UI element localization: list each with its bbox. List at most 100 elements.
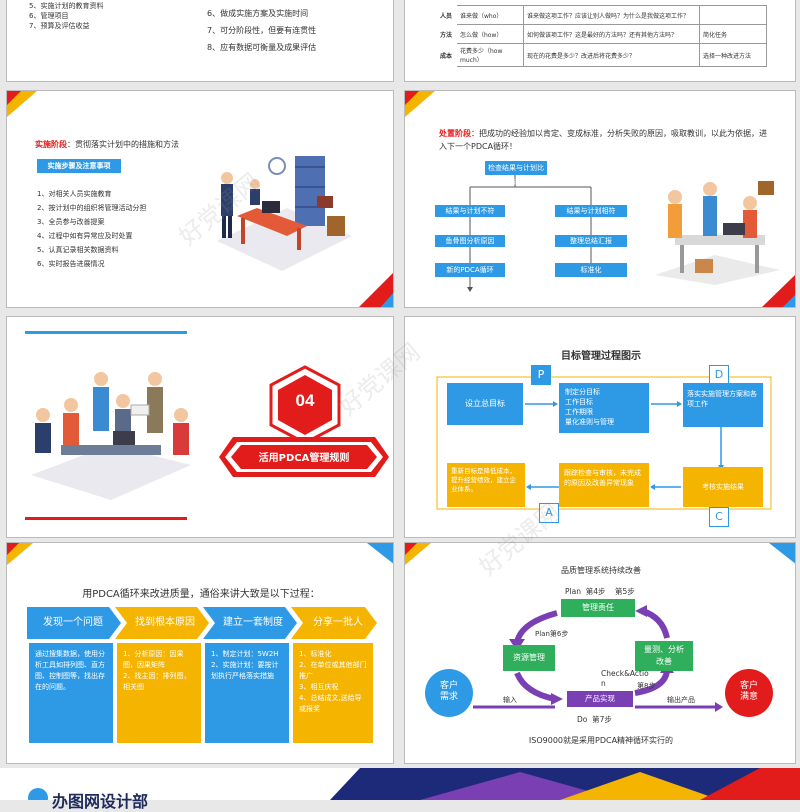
step-panel: 1、标准化 2、在单位或其他部门推广 3、相互庆祝 4、总结成文,送给导或报奖 [293,643,373,743]
table-cell: 现在的花费是多少？改进后将花费多少？ [523,43,700,67]
list-item: 7、可分阶段性，但要有连贯性 [207,26,317,35]
act-box: 跟踪检查与审核，未完成的原因及改善异常现象 [559,463,649,507]
flow-box-left: 新的PDCA循环 [435,263,505,277]
step-header: 找到根本原因 [135,617,195,628]
slide-3[interactable]: 实施阶段：贯彻落实计划中的措施和方法 实施步骤及注意事项 1、对相关人员实施教育… [6,90,394,308]
table-cell: 方法 [440,31,453,39]
table-cell: 怎么做（how） [457,24,524,44]
set-goal-box: 设立总目标 [447,383,523,425]
slide-decoration [405,91,795,307]
step-header: 建立一套制度 [223,617,283,628]
list-item: 6、管理项目 [29,12,69,20]
list-item: 7、预算及评估收益 [29,22,90,30]
list-item: 4、过程中如有异常应及时处置 [37,232,133,240]
do-box: 落实实施管理方案和各项工作 [683,383,763,427]
table-cell: 谁来做这项工作？应该让别人做吗？为什么是我做这项工作？ [523,5,700,25]
process-chevrons [27,607,377,639]
check-box: 考核实施结果 [683,467,763,507]
customer-need: 客户 需求 [439,681,458,702]
meeting-illustration [31,372,191,500]
step8-label: 第8步 [637,682,656,690]
list-item: 制定分目标 [565,388,600,396]
slide-1[interactable]: 5、实施计划的教育资料 6、管理项目 7、预算及评估收益 6、做成实施方案及实施… [6,0,394,82]
step-panel: 通过搜集数据，使用分析工具如排列图、直方图、控制图等，找出存在的问题。 [29,643,113,743]
phase-heading: 实施阶段：贯彻落实计划中的措施和方法 [35,140,179,149]
slide-title: 目标管理过程图示 [561,351,641,362]
table-cell: 谁来做（who） [457,5,524,25]
list-item: 6、做成实施方案及实施时间 [207,9,309,18]
flow-box-left: 鱼骨图分析原因 [435,235,505,247]
list-item: 2、按计划中的组织将管理活动分担 [37,204,147,212]
table-row: 人员 谁来做（who） 谁来做这项工作？应该让别人做吗？为什么是我做这项工作？ [437,5,767,25]
flow-box-top: 检查结果与计划比较 [485,161,547,186]
table-cell: 如何做该项工作？这是最好的方法吗？还有其他方法吗？ [523,24,700,44]
product-box: 产品实现 [567,691,633,707]
table-row: 方法 怎么做（how） 如何做该项工作？这是最好的方法吗？还有其他方法吗？ 简化… [437,24,767,44]
list-item: 5、认真记录相关数据资料 [37,246,119,254]
customer-satisfied: 客户 满意 [739,681,758,702]
5w2h-table: 人员 谁来做（who） 谁来做这项工作？应该让别人做吗？为什么是我做这项工作？ … [437,5,767,67]
list-item: 量化准则与管理 [565,418,614,426]
section-number-icon [269,365,341,445]
list-item: 1、对相关人员实施教育 [37,190,112,198]
list-item: 5、实施计划的教育资料 [29,2,104,10]
footer-note: ISO9000就是采用PDCA精神循环实行的 [528,736,674,745]
slide-decoration [7,91,393,307]
mgmt-box: 管理责任 [561,599,635,617]
input-label: 输入 [503,696,517,704]
list-item: 3、全员参与改善提案 [37,218,105,226]
slide-4[interactable]: 处置阶段：把成功的经验加以肯定、变成标准，分析失败的原因，吸取教训，以此为依据，… [404,90,796,308]
steps-badge: 实施步骤及注意事项 [37,159,121,173]
list-item: 6、实时报告进展情况 [37,260,105,268]
flow-box-right: 标准化 [555,263,627,277]
list-item: 工作期限 [565,408,593,416]
restart-box: 重新目标是降低成本，提升经营绩效，建立企业体系。 [447,463,525,507]
flow-arrows [467,175,592,292]
step-header: 分享一批人 [313,617,363,628]
slide-7[interactable]: 用PDCA循环来改进质量，通俗来讲大致是以下过程： 发现一个问题 找到根本原因 … [6,542,394,764]
plan6-label: Plan第6步 [535,630,569,638]
table-cell: 简化任务 [699,24,767,44]
step-header: 发现一个问题 [43,617,103,628]
slide-title: 品质管理系统持续改善 [561,566,641,575]
flow-box-left: 结果与计划不符 [435,205,505,217]
do-label: Do 第7步 [577,715,612,724]
title-banner [219,437,389,477]
office-illustration [217,156,352,271]
table-cell: 花费多少（how much） [457,43,524,67]
flow-box-right: 整理总结汇报 [555,235,627,247]
output-label: 输出产品 [667,696,695,704]
table-row: 成本 花费多少（how much） 现在的花费是多少？改进后将花费多少？ 选择一… [437,43,767,67]
resource-box: 资源管理 [503,645,555,671]
pdca-letter: A [539,503,559,523]
step-panel: 1、制定计划：5W2H 2、实施计划：要按计划执行严格落实措施 [205,643,289,743]
table-cell [699,5,767,25]
slide-decoration [405,543,795,565]
table-cell: 成本 [440,52,453,60]
bottom-decoration [28,768,800,800]
check-label: Check&Actio n [601,669,649,688]
slide-6[interactable]: 目标管理过程图示 P D C A 设立总目标 制定分目标 工作目标 工作期限 量… [404,316,796,538]
slide-5[interactable]: 04 活用PDCA管理规则 [6,316,394,538]
table-cell: 人员 [440,12,453,20]
top-bar [25,331,187,334]
slide-2[interactable]: 人员 谁来做（who） 谁来做这项工作？应该让别人做吗？为什么是我做这项工作？ … [404,0,796,82]
list-item: 工作目标 [565,398,593,406]
slide-decoration [7,543,393,565]
list-item: 8、应有数据可衡量及成果评估 [207,43,317,52]
bottom-strip: 办图网设计部 [0,768,800,811]
pdca-letter: D [709,365,729,385]
phase-heading: 处置阶段：把成功的经验加以肯定、变成标准，分析失败的原因，吸取教训，以此为依据，… [439,129,767,151]
bottom-bar [25,517,187,520]
flow-box-right: 结果与计划相符 [555,205,627,217]
slide-title: 用PDCA循环来改进质量，通俗来讲大致是以下过程： [82,589,320,600]
cycle-diagram [425,605,773,717]
section-number: 04 [295,391,315,410]
plan-box: 制定分目标 工作目标 工作期限 量化准则与管理 [559,383,649,433]
slide-8[interactable]: 品质管理系统持续改善 Plan 第4步 第5步 管理责任 资源管理 量测、分析 … [404,542,796,764]
step-panel: 1、分析原因：因果图，因果矩阵 2、找主因：排列图，相关图 [117,643,201,743]
table-cell: 选择一种改进方法 [699,43,767,67]
section-title: 活用PDCA管理规则 [258,453,350,464]
pdca-letter: P [531,365,551,385]
flow-arrows [436,376,772,510]
